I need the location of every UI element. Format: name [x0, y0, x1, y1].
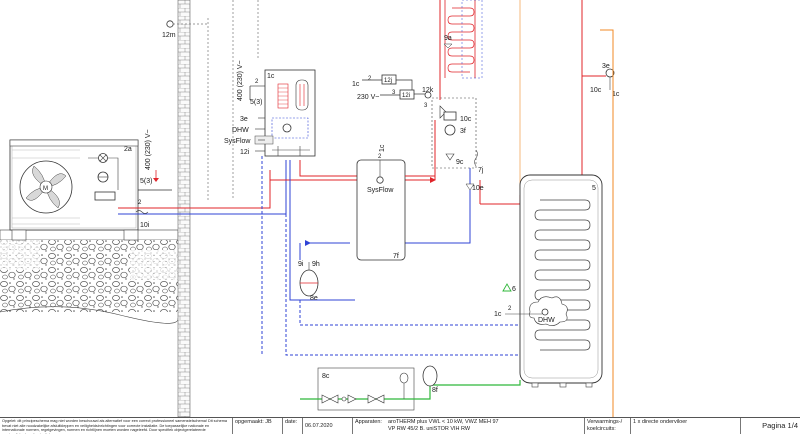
label-8f: 8f: [432, 387, 438, 394]
label-6: 6: [512, 286, 516, 293]
supply-pipe-outdoor: [118, 180, 271, 209]
expansion-vessel-8e: 9i 9h 8e: [298, 261, 320, 302]
opgemaakt-value: JB: [265, 419, 272, 425]
label-2-hp: 2: [138, 200, 142, 206]
cold-water-inlet-group: 8c 8f: [300, 365, 521, 411]
page-number: Pagina 1/4: [740, 418, 800, 434]
label-sysflow-tank: SysFlow: [367, 187, 394, 194]
label-10c-right: 10c: [590, 87, 602, 94]
label-3f: 3f: [460, 128, 466, 135]
label-2-dhw: 2: [508, 306, 512, 312]
dhw-storage-tank: 5 DHW 1c 2: [494, 174, 603, 388]
label-12j: 12j: [384, 78, 392, 84]
station-pin-2a: 2: [255, 79, 259, 85]
label-dhw-tank: DHW: [538, 317, 555, 324]
label-power-left: 400 (230) V~: [145, 129, 152, 170]
label-1c-right: 1c: [612, 91, 620, 98]
pipework: [261, 0, 614, 420]
motor-label: M: [43, 186, 48, 192]
box-12i: [399, 89, 415, 100]
label-sysflow-left: SysFlow: [224, 138, 251, 145]
label-9i: 9i: [298, 261, 304, 268]
underfloor-heating-coil: 9a: [443, 0, 483, 79]
datum-label: date:: [282, 418, 302, 434]
label-1c-station: 1c: [267, 73, 275, 80]
label-12i-left: 12i: [240, 149, 250, 156]
label-1c-ctrl: 1c: [352, 81, 360, 88]
label-12i-box: 12i: [402, 93, 410, 99]
label-9h: 9h: [312, 261, 320, 268]
label-7j: 7j: [478, 167, 484, 174]
reference-marker-6: 6: [502, 283, 516, 293]
controller-group: 1c 2 12j 230 V~ 3 12i: [352, 74, 428, 101]
soil-layer: [0, 240, 40, 270]
label-12m: 12m: [162, 32, 176, 39]
sysflow-buffer-tank: SysFlow 1c 2 7f: [356, 144, 435, 261]
verwarming-label-2: koelcircuits:: [587, 426, 616, 432]
label-fuse-mid: 5(3): [250, 99, 262, 106]
verwarming-cell: Verwarmings-/ koelcircuits:: [584, 418, 630, 434]
ctrl-pin-3: 3: [392, 90, 396, 96]
apparaten-line2: VP RW 45/2 B. uniSTOR VIH RW: [388, 426, 471, 432]
datum-value: 06.07.2020: [302, 418, 352, 434]
label-3-mix: 3: [424, 103, 428, 109]
label-2a: 2a: [124, 146, 132, 153]
label-8e: 8e: [310, 295, 318, 302]
pump-icon: [282, 123, 292, 133]
label-230v: 230 V~: [357, 94, 379, 101]
label-7f: 7f: [393, 253, 399, 260]
box-12j: [381, 74, 397, 85]
opgemaakt-cell: opgemaakt: JB: [232, 418, 282, 434]
label-12k: 12k: [422, 87, 434, 94]
verwarming-value: 1 x directe onderviloer: [630, 418, 740, 434]
cable-routes: [207, 0, 259, 200]
ground-slab: [0, 229, 179, 241]
mixing-group: 12k 3 10c 3f 9c 7j: [422, 87, 484, 174]
label-2-sysflow: 2: [378, 154, 382, 160]
ground-section: [0, 229, 179, 324]
station-connections: 400 (230) V~ 2 5(3) 3e DHW SysFlow 12i: [224, 60, 265, 156]
label-3e-left: 3e: [240, 116, 248, 123]
label-1c-dhw: 1c: [494, 311, 502, 318]
label-9c: 9c: [456, 159, 464, 166]
apparaten-cell: aroTHERM plus VWL < 10 kW, VWZ MEH 97 VP…: [386, 418, 584, 434]
sensor-12m: 12m: [162, 20, 208, 39]
label-1c-sysflow: 1c: [379, 144, 386, 152]
verwarming-label-1: Verwarmings-/: [587, 419, 623, 425]
label-power-mid: 400 (230) V~: [237, 60, 244, 101]
label-10i: 10i: [140, 222, 150, 229]
opgemaakt-label: opgemaakt:: [235, 419, 264, 425]
label-dhw-left: DHW: [232, 127, 249, 134]
expansion-vessel-8f: [422, 365, 438, 387]
safety-valve-10e: 10e: [465, 183, 484, 192]
hydraulic-station: 1c: [254, 69, 316, 157]
return-pipe-outdoor: [118, 160, 287, 215]
label-9a: 9a: [444, 35, 452, 42]
disclaimer-text: Opgelet: dit principeschema mag niet wor…: [2, 419, 227, 434]
dhw-sensor-group: 3e 10c 1c: [590, 63, 620, 98]
apparaten-label: Apparaten:: [352, 418, 386, 434]
label-8c: 8c: [322, 373, 330, 380]
title-block: Opgelet: dit principeschema mag niet wor…: [0, 417, 800, 434]
label-3e-right: 3e: [602, 63, 610, 70]
label-10c-mix: 10c: [460, 116, 472, 123]
soil-layer-2: [130, 250, 178, 280]
power-supply-outdoor: 400 (230) V~ 5(3) 2: [138, 129, 172, 206]
ctrl-pin-2: 2: [368, 76, 372, 82]
mixing-pump-icon: [444, 124, 456, 136]
label-5: 5: [592, 185, 596, 192]
apparaten-line1: aroTHERM plus VWL < 10 kW, VWZ MEH 97: [388, 419, 499, 425]
heat-pump-outdoor-unit: M 2a: [9, 139, 139, 241]
label-10e: 10e: [472, 185, 484, 192]
label-fuse-left: 5(3): [140, 178, 152, 185]
